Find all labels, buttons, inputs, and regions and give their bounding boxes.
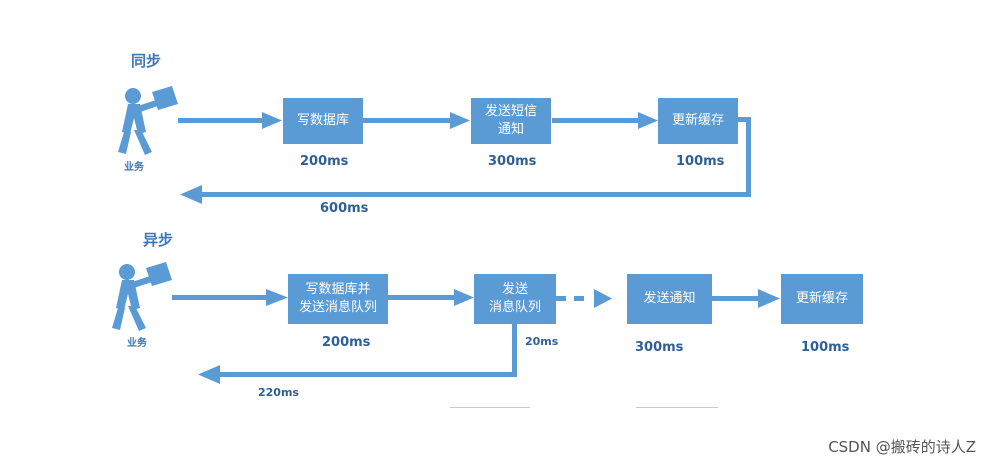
divider-line-left [450,407,530,408]
async-arrowhead-1 [266,289,288,306]
async-step1-time: 200ms [322,335,371,350]
async-arrow-notify-to-cache [712,296,760,301]
async-dash-2 [574,296,584,301]
sync-return-arrowhead [180,185,202,204]
sync-actor-paper [152,86,178,110]
async-return-vertical [512,322,517,376]
async-update-cache-box: 更新缓存 [781,274,863,324]
sync-write-db-box: 写数据库 [283,98,363,144]
async-title: 异步 [143,231,174,249]
async-return-arrowhead [198,365,220,384]
async-connectors [172,289,780,384]
async-actor-label: 业务 [127,338,147,349]
async-actor-leg-right [128,306,146,331]
async-actor-arm [132,276,152,288]
sync-actor-head [125,88,141,104]
sync-arrow-actor-to-db [178,118,264,123]
async-return-bottom [218,372,517,377]
async-total-time: 220ms [258,386,299,399]
sync-arrow-sms-to-cache [552,118,640,123]
sync-actor-arm [138,100,158,112]
sync-step2-time: 300ms [488,154,537,169]
sync-send-sms-box: 发送短信 通知 [471,98,551,144]
sync-step3-time: 100ms [676,154,725,169]
sync-return-vertical [746,117,751,197]
async-arrowhead-3 [758,289,780,308]
async-dash-1 [556,296,566,301]
sync-connectors [178,112,751,204]
async-send-notify-box: 发送通知 [627,274,712,324]
sync-title: 同步 [131,52,162,70]
async-actor-head [119,264,135,280]
sync-actor-figure [118,86,178,155]
async-actor-figure [112,262,172,331]
sync-actor-label: 业务 [124,162,144,173]
async-step4-time: 100ms [801,340,850,355]
sync-arrowhead-3 [638,112,658,129]
sync-actor-leg-right [134,130,152,155]
async-arrowhead-2 [454,289,474,306]
sync-arrowhead-2 [450,112,470,129]
async-actor-leg-left [112,308,125,330]
sync-arrow-db-to-sms [362,118,452,123]
async-arrow-db-to-mq [388,295,456,300]
sync-total-time: 600ms [320,201,369,216]
sync-return-top [738,117,751,122]
watermark: CSDN @搬砖的诗人Z [828,438,976,456]
async-arrow-actor-to-db [172,295,268,300]
async-write-db-mq-box: 写数据库并 发送消息队列 [288,274,388,324]
async-step3-time: 300ms [635,340,684,355]
divider-line-right [636,407,718,408]
async-step2-time: 20ms [525,335,559,348]
sync-step1-time: 200ms [300,154,349,169]
async-send-mq-box: 发送 消息队列 [474,274,556,324]
async-actor-paper [146,262,172,286]
sync-arrowhead-1 [262,112,282,129]
async-dash-arrowhead [594,289,612,308]
sync-actor-leg-left [118,132,131,154]
sync-update-cache-box: 更新缓存 [658,98,738,144]
sync-return-bottom [200,192,751,197]
